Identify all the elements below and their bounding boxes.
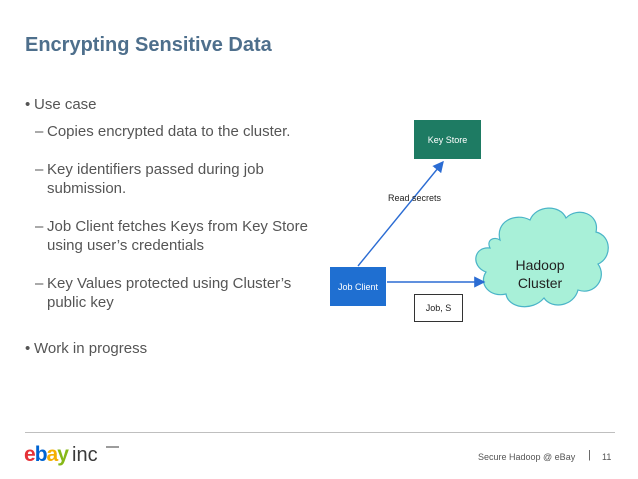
sub-bullet: –Job Client fetches Keys from Key Store …: [25, 217, 325, 255]
svg-text:ebay: ebay: [24, 443, 69, 466]
key-store-box: Key Store: [414, 120, 481, 159]
sub-bullet: –Copies encrypted data to the cluster.: [25, 122, 325, 141]
bullet-work-in-progress: Work in progress: [25, 339, 325, 358]
cluster-label-line2: Cluster: [517, 275, 563, 291]
svg-text:inc: inc: [72, 444, 98, 466]
dash-marker: –: [35, 161, 44, 178]
job-client-box: Job Client: [330, 267, 386, 306]
sub-bullet-text: Copies encrypted data to the cluster.: [47, 123, 291, 140]
ebay-inc-logo: ebay inc: [24, 443, 119, 466]
hadoop-cluster-label: Hadoop Cluster: [498, 256, 582, 292]
dash-marker: –: [35, 275, 44, 292]
bullet-text: Work in progress: [34, 340, 148, 357]
footer-text: Secure Hadoop @ eBay: [478, 452, 576, 462]
read-secrets-arrow: [357, 160, 444, 267]
sub-bullet: –Key Values protected using Cluster’s pu…: [25, 274, 325, 312]
footer-separator: |: [588, 449, 591, 461]
hadoop-cluster-cloud: [475, 207, 609, 308]
bullet-list: Use case –Copies encrypted data to the c…: [25, 95, 325, 366]
cluster-label-line1: Hadoop: [515, 257, 565, 273]
dash-marker: –: [35, 218, 44, 235]
sub-bullet-text: Key identifiers passed during job submis…: [47, 161, 264, 197]
read-secrets-label: Read secrets: [388, 193, 442, 203]
sub-bullet: –Key identifiers passed during job submi…: [25, 160, 325, 198]
dash-marker: –: [35, 123, 44, 140]
sub-bullet-text: Job Client fetches Keys from Key Store u…: [47, 218, 308, 254]
bullet-text: Use case: [34, 96, 97, 113]
slide-title: Encrypting Sensitive Data: [25, 34, 272, 56]
page-number: 11: [602, 452, 612, 462]
sub-bullet-text: Key Values protected using Cluster’s pub…: [47, 275, 292, 311]
job-s-box: Job, S: [414, 294, 463, 322]
footer-divider: [25, 432, 615, 433]
bullet-use-case: Use case: [25, 95, 325, 114]
